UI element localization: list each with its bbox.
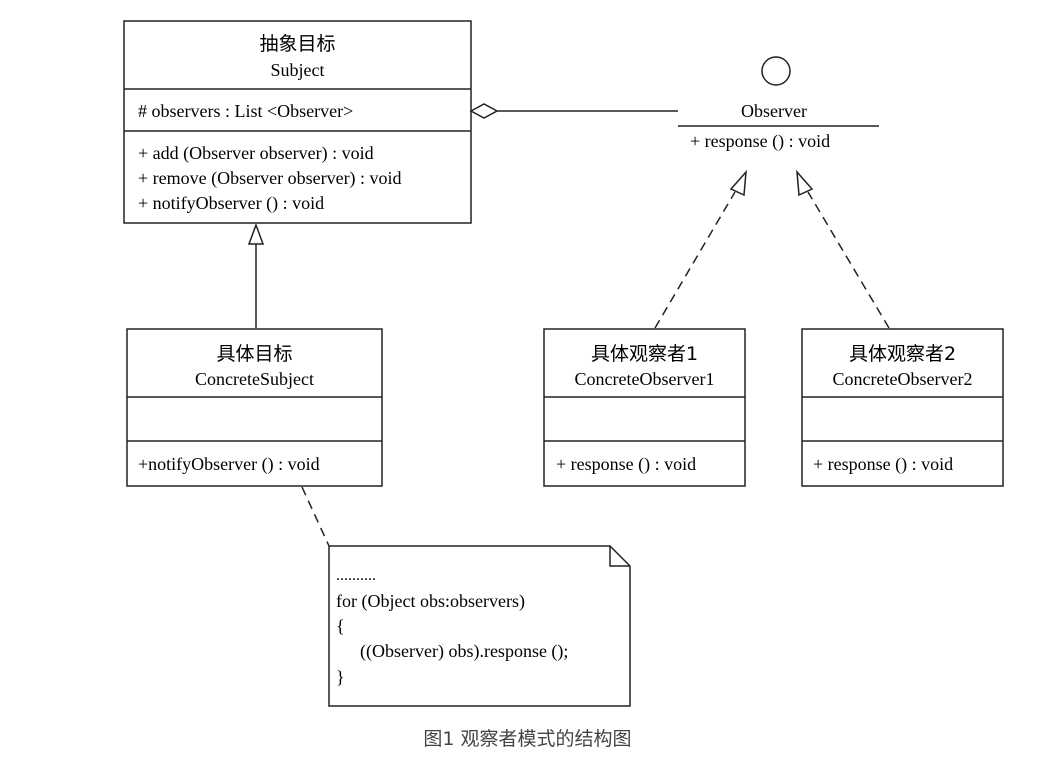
subject-method: + notifyObserver () : void	[138, 193, 324, 214]
concrete-observer-1-title-en: ConcreteObserver1	[575, 369, 715, 389]
figure-caption: 图1 观察者模式的结构图	[423, 728, 632, 750]
concrete-subject-title-cn: 具体目标	[216, 343, 292, 365]
aggregation-connector	[469, 103, 678, 119]
observer-interface: Observer + response () : void	[678, 56, 879, 152]
concrete-subject-method: +notifyObserver () : void	[138, 454, 320, 475]
aggregation-diamond	[469, 103, 499, 119]
note-fold-corner	[609, 546, 630, 567]
subject-method: + add (Observer observer) : void	[138, 143, 374, 164]
interface-lollipop-icon	[761, 56, 791, 86]
observer-method: + response () : void	[690, 131, 830, 152]
subject-class: 抽象目标 Subject # observers : List <Observe…	[123, 20, 472, 224]
concrete-observer-1-method: + response () : void	[556, 454, 696, 475]
subject-title-en: Subject	[271, 60, 325, 80]
concrete-observer-2-method: + response () : void	[813, 454, 953, 475]
subject-attribute: # observers : List <Observer>	[138, 101, 353, 121]
concrete-observer-2-title-en: ConcreteObserver2	[833, 369, 973, 389]
realization-arrowhead	[796, 169, 814, 197]
concrete-observer-1-class: 具体观察者1 ConcreteObserver1 + response () :…	[543, 328, 746, 487]
generalization-connector	[247, 222, 265, 328]
subject-method: + remove (Observer observer) : void	[138, 168, 402, 189]
code-note: .......... for (Object obs:observers) { …	[328, 545, 631, 707]
concrete-subject-title-en: ConcreteSubject	[195, 369, 314, 389]
note-line: ..........	[336, 567, 376, 584]
note-line: {	[336, 616, 345, 636]
note-line: for (Object obs:observers)	[336, 591, 525, 612]
uml-diagram: 抽象目标 Subject # observers : List <Observe…	[123, 20, 1004, 707]
concrete-observer-2-class: 具体观察者2 ConcreteObserver2 + response () :…	[801, 328, 1004, 487]
concrete-observer-2-title-cn: 具体观察者2	[849, 343, 956, 365]
realization-arrowhead	[729, 169, 747, 197]
subject-title-cn: 抽象目标	[259, 33, 335, 55]
realization-connector-2	[796, 169, 890, 329]
note-line: }	[336, 667, 345, 687]
observer-name: Observer	[741, 101, 807, 121]
note-line: ((Observer) obs).response ();	[360, 641, 568, 662]
concrete-subject-class: 具体目标 ConcreteSubject +notifyObserver () …	[126, 328, 383, 487]
realization-connector-1	[654, 169, 747, 329]
note-connector	[301, 486, 330, 547]
concrete-observer-1-title-cn: 具体观察者1	[591, 343, 698, 365]
generalization-arrowhead	[247, 222, 265, 245]
